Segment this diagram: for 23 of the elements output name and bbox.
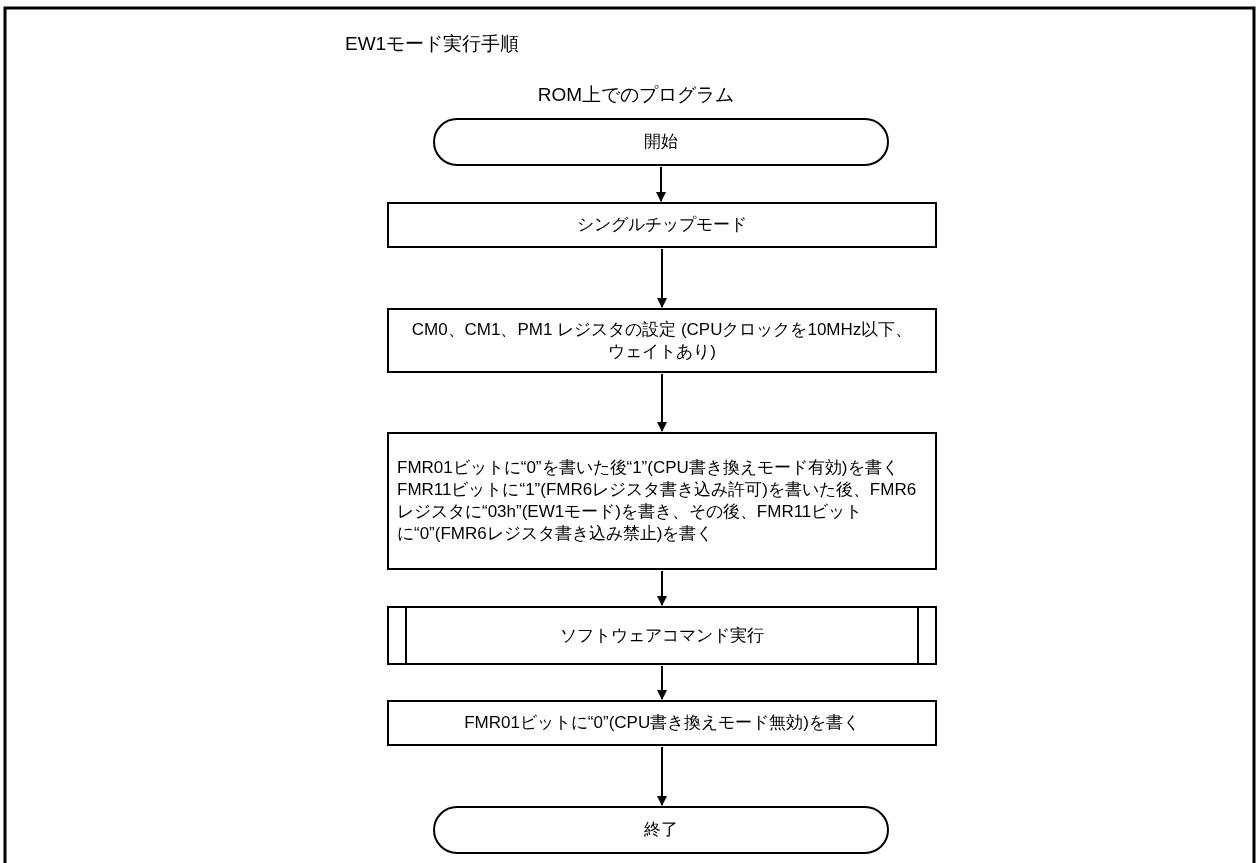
step-text: FMR01ビットに“0”を書いた後“1”(CPU書き換えモード有効)を書く xyxy=(397,457,900,479)
step-text: 開始 xyxy=(644,131,678,153)
arrow xyxy=(657,665,667,700)
terminator-shape xyxy=(433,118,889,166)
process-box xyxy=(387,432,937,570)
process-box xyxy=(387,308,937,373)
arrow xyxy=(656,166,666,202)
arrow xyxy=(657,373,667,432)
title: EW1モード実行手順 xyxy=(345,32,520,56)
process-box xyxy=(387,700,937,746)
process-box xyxy=(387,202,937,248)
step-text: FMR01ビットに“0”(CPU書き換えモード無効)を書く xyxy=(464,712,860,734)
terminator-shape xyxy=(433,806,889,854)
arrow xyxy=(657,570,667,606)
step-text: FMR11ビットに“1”(FMR6レジスタ書き込み許可)を書いた後、FMR6レジスタに“03h”(EW1モード)を書き、その後、FMR11ビットに“0”(FMR6レジスタ書き込み禁止)を書く xyxy=(397,479,918,545)
subroutine-box xyxy=(387,606,937,665)
step-text: シングルチップモード xyxy=(577,214,747,236)
step-text: 終了 xyxy=(644,819,678,841)
subtitle: ROM上でのプログラム xyxy=(536,83,736,107)
arrow xyxy=(657,746,667,806)
arrow xyxy=(657,248,667,308)
step-text: ソフトウェアコマンド実行 xyxy=(560,624,764,647)
step-text: CM0、CM1、PM1 レジスタの設定 (CPUクロックを10MHz以下、ウェイトあり) xyxy=(410,318,914,363)
